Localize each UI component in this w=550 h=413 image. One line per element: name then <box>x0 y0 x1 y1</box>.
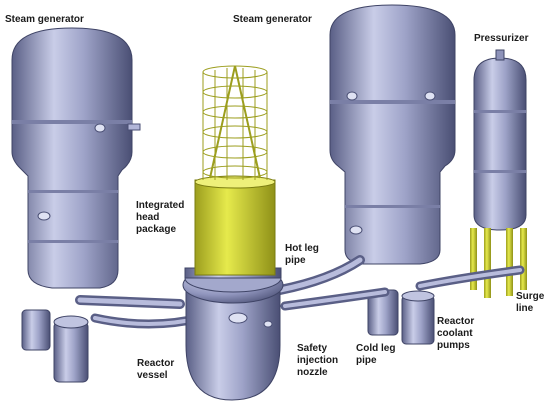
label-pressurizer: Pressurizer <box>474 33 529 44</box>
label-safety-injection-nozzle: Safety injection nozzle <box>297 343 339 378</box>
label-reactor-vessel: Reactor vessel <box>137 358 175 381</box>
reactor-vessel <box>182 263 284 401</box>
pressurizer <box>470 49 527 298</box>
steam-generator-left <box>11 27 141 383</box>
integrated-head-package <box>194 65 276 276</box>
piping <box>75 255 525 329</box>
label-integrated-head-package: Integrated head package <box>136 200 185 235</box>
label-hot-leg-pipe: Hot leg pipe <box>285 243 319 266</box>
steam-generator-center <box>329 4 456 345</box>
label-reactor-coolant-pumps: Reactor coolant pumps <box>437 316 475 351</box>
label-surge-line: Surge line <box>516 291 545 314</box>
label-cold-leg-pipe: Cold leg pipe <box>356 343 396 366</box>
label-steam-generator-left: Steam generator <box>5 14 84 25</box>
label-steam-generator-center: Steam generator <box>233 14 312 25</box>
